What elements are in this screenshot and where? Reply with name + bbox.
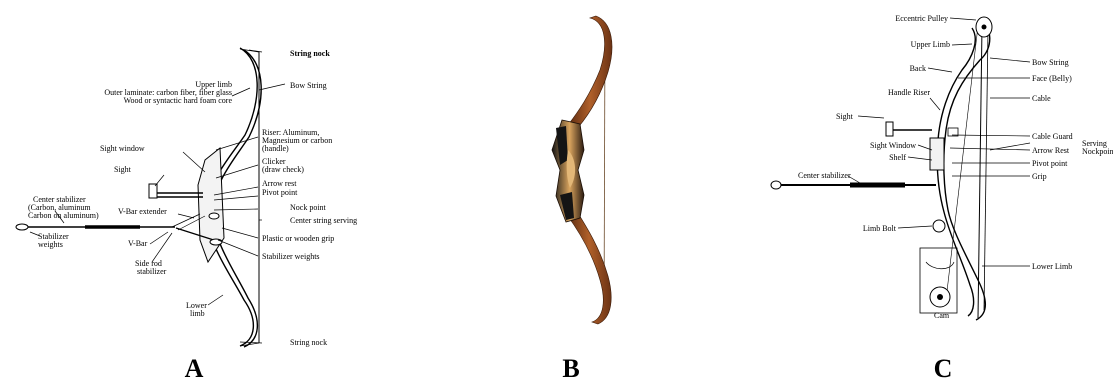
label-wood-core: Wood or syntactic hard foam core: [124, 96, 233, 105]
label-sight-c: Sight: [836, 112, 854, 121]
label-serving-2: Nockpoint: [1082, 147, 1113, 156]
panel-c: Eccentric Pulley Upper Limb Bow String B…: [771, 14, 1113, 381]
panel-a: String nock Bow String Upper limb Outer …: [16, 48, 357, 381]
label-shelf: Shelf: [889, 153, 906, 162]
panel-b-letter: B: [562, 354, 579, 381]
panel-a-letter: A: [185, 354, 204, 381]
panel-a-labels: String nock Bow String Upper limb Outer …: [28, 49, 357, 347]
label-sight: Sight: [114, 165, 132, 174]
label-cam: Cam: [934, 311, 950, 320]
label-grip-c: Grip: [1032, 172, 1047, 181]
label-sight-window: Sight window: [100, 144, 145, 153]
label-bow-string: Bow String: [290, 81, 327, 90]
label-stabilizer-weights: Stabilizer weights: [262, 252, 320, 261]
label-back: Back: [910, 64, 926, 73]
label-v-bar-extender: V-Bar extender: [118, 207, 167, 216]
label-pivot-point: Pivot point: [262, 188, 298, 197]
label-grip: Plastic or wooden grip: [262, 234, 334, 243]
label-string-nock-bottom: String nock: [290, 338, 327, 347]
label-riser-3: (handle): [262, 144, 289, 153]
label-side-rod-2: stabilizer: [137, 267, 167, 276]
label-center-stab-3: Carbon on aluminum): [28, 211, 99, 220]
label-clicker-2: (draw check): [262, 165, 304, 174]
label-arrow-rest: Arrow rest: [262, 179, 297, 188]
label-upper-limb-c: Upper Limb: [911, 40, 950, 49]
label-stab-weights-2: weights: [38, 240, 63, 249]
label-cable-guard: Cable Guard: [1032, 132, 1073, 141]
label-eccentric-pulley: Eccentric Pulley: [895, 14, 948, 23]
panel-b: B: [552, 16, 612, 381]
label-center-string-serving: Center string serving: [290, 216, 357, 225]
label-limb-bolt: Limb Bolt: [863, 224, 897, 233]
label-bow-string-c: Bow String: [1032, 58, 1069, 67]
label-arrow-rest-c: Arrow Rest: [1032, 146, 1070, 155]
label-center-stabilizer-c: Center stabilizer: [798, 171, 851, 180]
panel-c-letter: C: [934, 354, 953, 381]
label-handle-riser: Handle Riser: [888, 88, 930, 97]
label-lower-limb-2: limb: [190, 309, 205, 318]
panel-c-bow-drawing: [771, 17, 992, 320]
label-lower-limb-c: Lower Limb: [1032, 262, 1072, 271]
label-pivot-point-c: Pivot point: [1032, 159, 1068, 168]
label-v-bar: V-Bar: [128, 239, 148, 248]
label-face: Face (Belly): [1032, 74, 1072, 83]
label-sight-window-c: Sight Window: [870, 141, 916, 150]
recurve-bow-illustration: [552, 16, 612, 324]
label-cable: Cable: [1032, 94, 1051, 103]
label-nock-point: Nock point: [290, 203, 327, 212]
panel-c-labels: Eccentric Pulley Upper Limb Bow String B…: [798, 14, 1113, 320]
label-string-nock-top: String nock: [290, 49, 330, 58]
